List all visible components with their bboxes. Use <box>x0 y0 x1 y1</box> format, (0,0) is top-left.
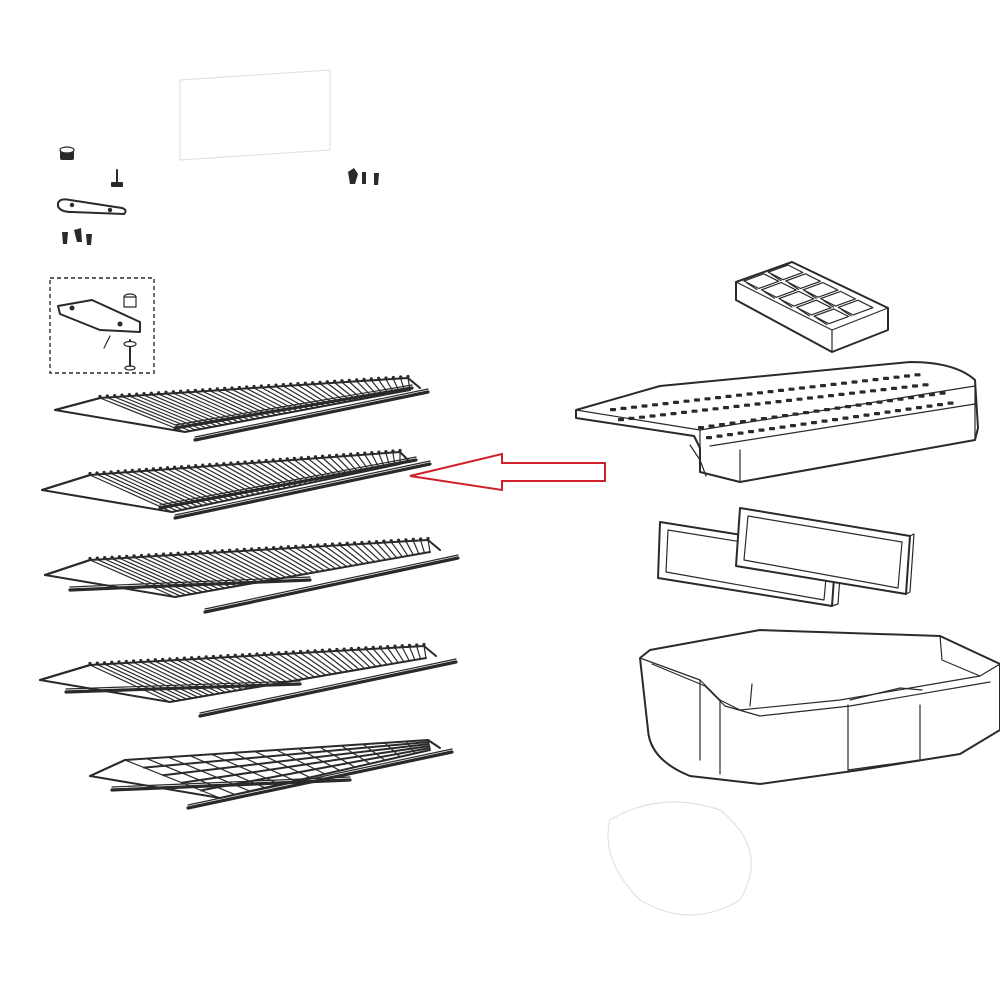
wire-shelf-4 <box>39 642 458 718</box>
cover-vent-slots <box>610 373 954 440</box>
crisper-drawer <box>639 629 1000 785</box>
screw-group-left <box>62 228 92 245</box>
wire-shelves <box>39 374 460 810</box>
ice-cube-tray <box>735 261 889 353</box>
flap-back <box>735 507 915 595</box>
screw-group-top <box>348 168 379 185</box>
callout-arrow <box>409 452 606 492</box>
flaps-pair <box>657 507 915 607</box>
hinge-assembly-detail <box>49 277 155 374</box>
freezer-compartment-cover <box>575 361 979 483</box>
wire-shelf-3 <box>44 536 460 614</box>
hinge-hardware-set <box>57 146 379 245</box>
background-ghost-outlines <box>179 69 752 916</box>
wire-shelf-1 <box>54 374 430 442</box>
wire-rack-open-grid <box>89 739 454 810</box>
wire-shelf-2-highlighted <box>41 448 432 520</box>
